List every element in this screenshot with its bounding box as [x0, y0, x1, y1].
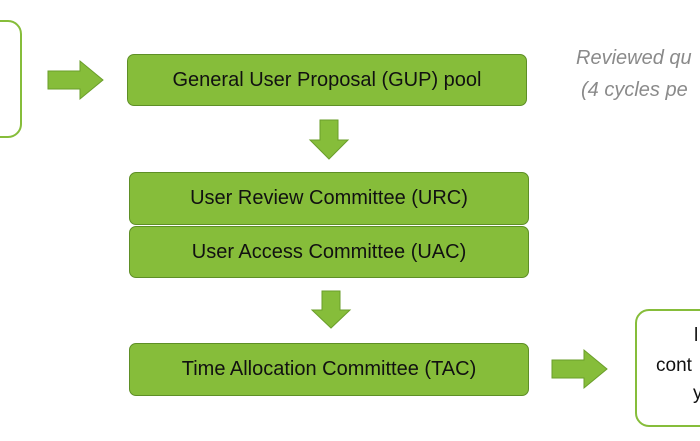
- urc-box: User Review Committee (URC): [129, 172, 529, 225]
- right-arrow-icon: [551, 348, 608, 390]
- right-outline-box: [635, 309, 700, 427]
- urc-label: User Review Committee (URC): [190, 187, 468, 209]
- left-outline-box: [0, 20, 22, 138]
- right-arrow-icon: [47, 59, 104, 101]
- review-note-line-1: Reviewed qu: [576, 47, 692, 69]
- right-box-text-line-2: cont: [656, 355, 692, 376]
- down-arrow-icon: [308, 119, 350, 160]
- review-note-line-2: (4 cycles pe: [581, 79, 688, 101]
- down-arrow-icon: [310, 290, 352, 329]
- gup-pool-label: General User Proposal (GUP) pool: [172, 68, 482, 91]
- gup-pool-box: General User Proposal (GUP) pool: [127, 54, 527, 106]
- tac-label: Time Allocation Committee (TAC): [181, 358, 477, 380]
- right-box-text-line-1: l: [694, 325, 699, 346]
- uac-box: User Access Committee (UAC): [129, 226, 529, 278]
- right-box-text-line-3: y: [693, 383, 700, 404]
- tac-box: Time Allocation Committee (TAC): [129, 343, 529, 396]
- uac-label: User Access Committee (UAC): [191, 240, 467, 263]
